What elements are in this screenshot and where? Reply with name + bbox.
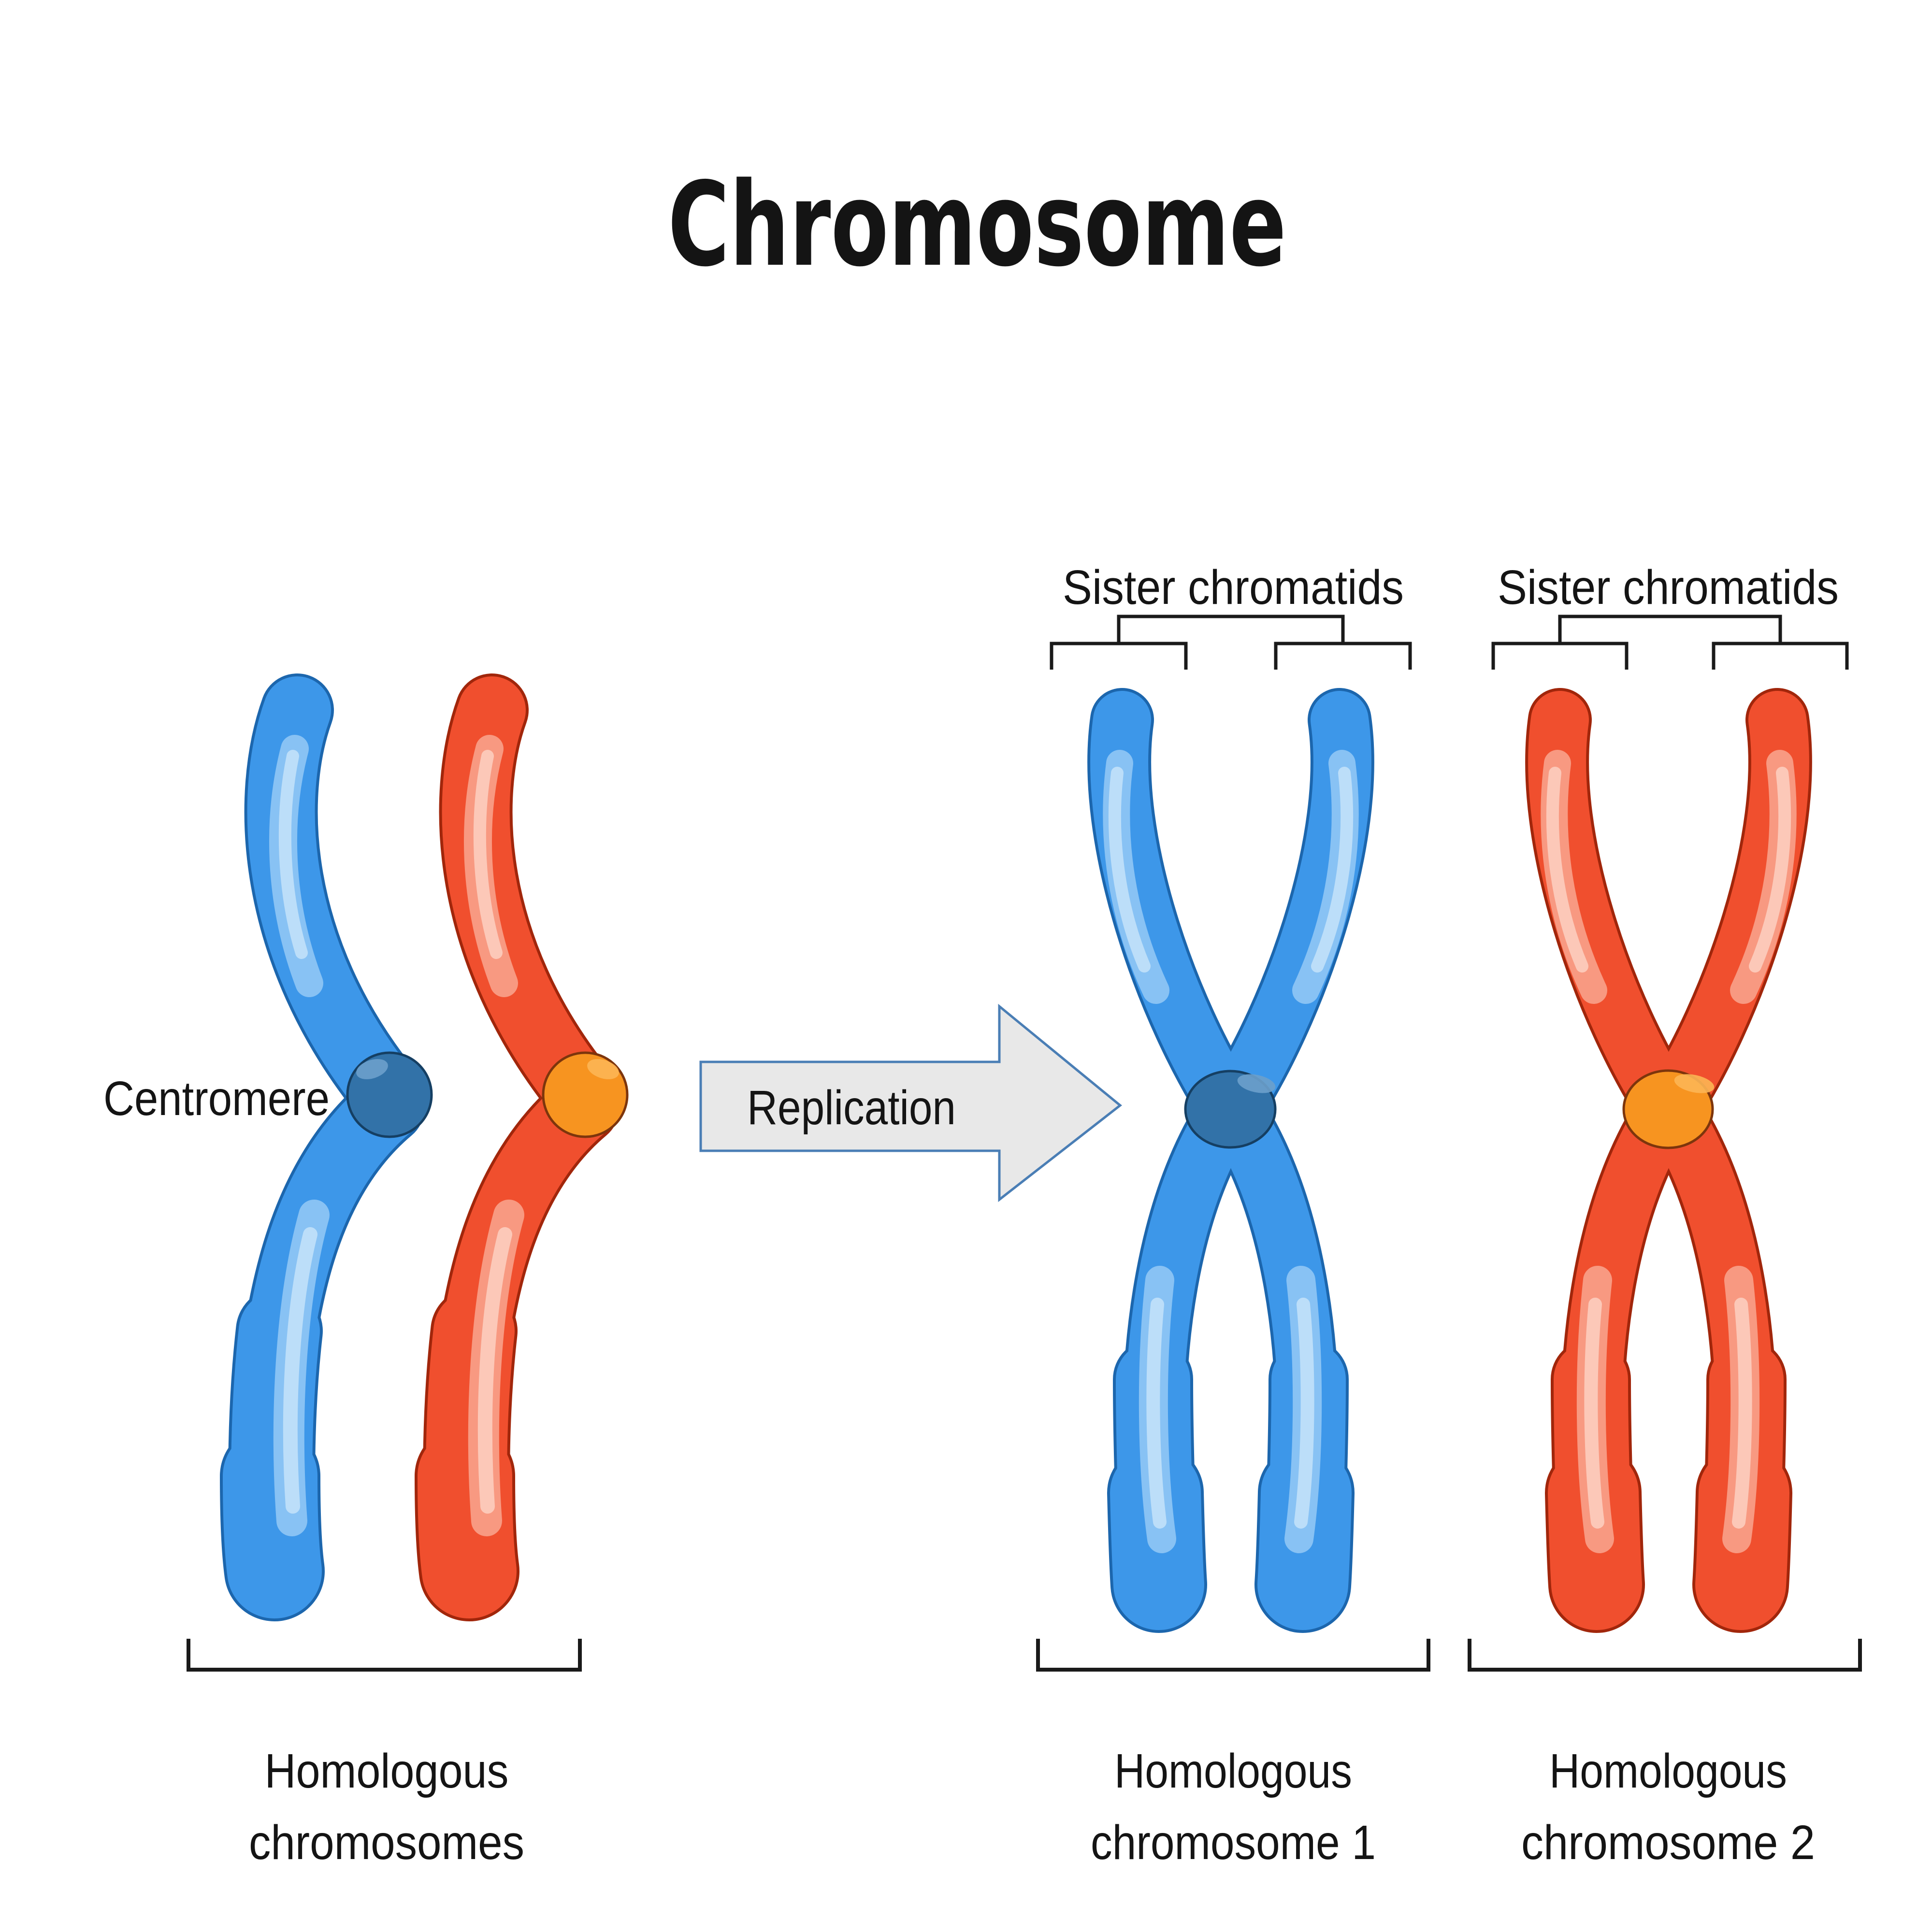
homologous-pair-unreplicated: Centromere Homologous chromosomes bbox=[103, 673, 629, 1870]
sister-bracket-sub-left bbox=[1050, 642, 1188, 670]
homologous-1-bracket bbox=[1036, 1639, 1430, 1672]
homologous-2-label-line1: Homologous bbox=[1549, 1744, 1787, 1798]
homologous-pair-label-line2: chromosomes bbox=[249, 1816, 524, 1870]
chromosome-blue-replicated bbox=[1087, 688, 1374, 1633]
sister-bracket-sub-left bbox=[1491, 642, 1629, 670]
page-title: Chromosome bbox=[668, 157, 1286, 292]
homologous-chromosome-1-annotation: Homologous chromosome 1 bbox=[1036, 1639, 1430, 1870]
homologous-chromosome-2-annotation: Homologous chromosome 2 bbox=[1468, 1639, 1862, 1870]
centromere-blue-replicated-icon bbox=[1184, 1070, 1277, 1149]
homologous-1-label-line1: Homologous bbox=[1114, 1744, 1352, 1798]
homologous-1-label-line2: chromosome 1 bbox=[1091, 1816, 1376, 1870]
homologous-pair-label-line1: Homologous bbox=[265, 1744, 509, 1798]
sister-chromatids-label-1: Sister chromatids bbox=[1063, 560, 1404, 615]
right-arrow-icon bbox=[699, 1003, 1123, 1202]
homologous-pair-bracket bbox=[187, 1639, 582, 1672]
homologous-2-label-line2: chromosome 2 bbox=[1521, 1816, 1815, 1870]
chromosome-red-unreplicated bbox=[415, 673, 629, 1621]
sister-chromatids-annotation-2: Sister chromatids bbox=[1491, 560, 1849, 670]
centromere-orange-unreplicated-icon bbox=[542, 1051, 629, 1138]
homologous-2-bracket bbox=[1468, 1639, 1862, 1672]
sister-bracket-sub-right bbox=[1712, 642, 1849, 670]
chromosome-blue-unreplicated bbox=[220, 673, 433, 1621]
replication-arrow: Replication bbox=[699, 1003, 1123, 1202]
centromere-orange-replicated-icon bbox=[1622, 1069, 1715, 1149]
replication-label: Replication bbox=[747, 1081, 956, 1135]
sister-bracket-main bbox=[1117, 615, 1345, 644]
chromosome-red-replicated bbox=[1525, 688, 1812, 1633]
sister-chromatids-label-2: Sister chromatids bbox=[1498, 560, 1839, 615]
centromere-label: Centromere bbox=[103, 1072, 330, 1126]
sister-chromatids-annotation-1: Sister chromatids bbox=[1050, 560, 1412, 670]
sister-bracket-main bbox=[1558, 615, 1782, 644]
centromere-blue-unreplicated-icon bbox=[346, 1051, 433, 1138]
sister-bracket-sub-right bbox=[1274, 642, 1412, 670]
